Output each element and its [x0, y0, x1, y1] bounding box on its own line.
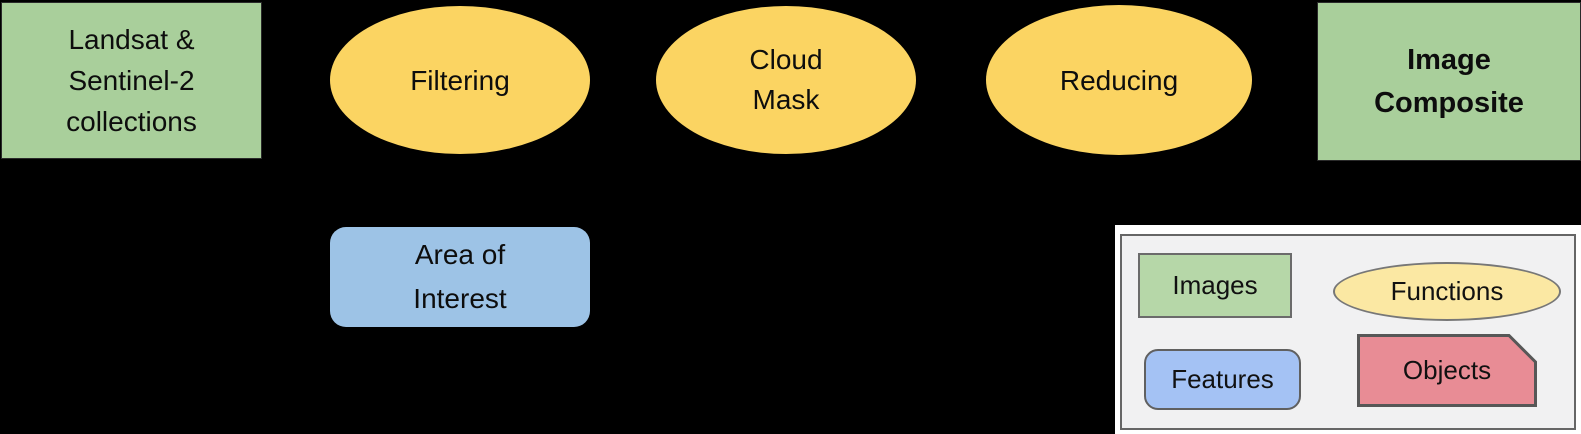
- node-filtering-label: Filtering: [410, 64, 510, 96]
- legend-item-functions: Functions: [1333, 262, 1561, 321]
- node-cloud-mask-label: Cloud Mask: [749, 44, 823, 115]
- legend-functions-label: Functions: [1390, 276, 1504, 306]
- legend-item-objects: Objects: [1357, 334, 1537, 407]
- node-landsat-label: Landsat & Sentinel-2 collections: [66, 24, 197, 137]
- node-landsat-sentinel-collections: Landsat & Sentinel-2 collections: [1, 2, 262, 159]
- node-cloud-mask: Cloud Mask: [656, 6, 916, 154]
- legend-item-images: Images: [1138, 253, 1292, 318]
- node-area-of-interest-label: Area of Interest: [413, 239, 507, 314]
- node-filtering: Filtering: [330, 6, 590, 154]
- snipped-corner-rectangle-shape: [1357, 334, 1537, 407]
- node-image-composite: Image Composite: [1317, 2, 1581, 161]
- legend: Images Functions Features Objects: [1115, 225, 1581, 434]
- legend-item-features: Features: [1144, 349, 1301, 410]
- node-reducing-label: Reducing: [1059, 64, 1179, 96]
- node-area-of-interest: Area of Interest: [330, 227, 590, 327]
- node-image-composite-label: Image Composite: [1374, 43, 1524, 119]
- legend-objects-label: Objects: [1402, 355, 1492, 385]
- legend-features-label: Features: [1171, 364, 1274, 394]
- node-reducing: Reducing: [986, 5, 1252, 155]
- legend-images-label: Images: [1172, 270, 1258, 300]
- legend-box: Images Functions Features Objects: [1120, 234, 1576, 430]
